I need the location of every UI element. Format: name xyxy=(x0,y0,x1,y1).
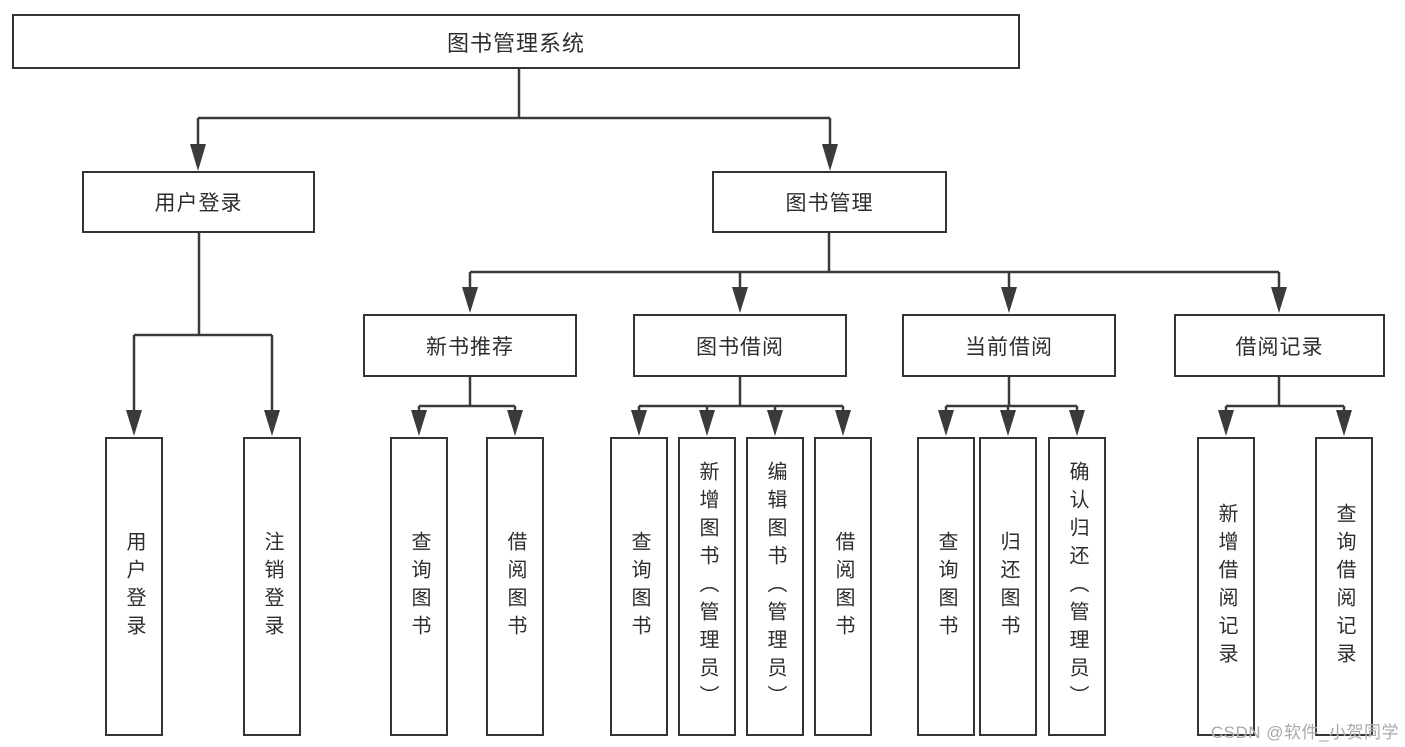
leaf-query-book-current: 查询图书 xyxy=(917,437,975,736)
leaf-logout-label: 注销登录 xyxy=(261,530,283,643)
leaf-user-login-label: 用户登录 xyxy=(123,530,145,643)
node-user-login-group: 用户登录 xyxy=(82,171,315,233)
node-borrow-record-label: 借阅记录 xyxy=(1235,335,1324,359)
leaf-query-book-recommend: 查询图书 xyxy=(390,437,448,736)
node-system-root-label: 图书管理系统 xyxy=(446,30,585,56)
node-book-management-label: 图书管理 xyxy=(785,192,874,215)
csdn-watermark: CSDN @软件_小贺同学 xyxy=(1210,723,1399,742)
leaf-borrow-book-recommend-label: 借阅图书 xyxy=(504,530,526,643)
node-system-root: 图书管理系统 xyxy=(12,14,1020,69)
node-new-book-recommend: 新书推荐 xyxy=(363,314,577,377)
leaf-return-book-label: 归还图书 xyxy=(997,530,1019,643)
leaf-return-book: 归还图书 xyxy=(979,437,1037,736)
leaf-query-book-borrow: 查询图书 xyxy=(610,437,668,736)
node-book-management: 图书管理 xyxy=(712,171,947,233)
leaf-query-book-recommend-label: 查询图书 xyxy=(408,530,430,643)
node-current-borrow: 当前借阅 xyxy=(902,314,1116,377)
leaf-query-book-borrow-label: 查询图书 xyxy=(628,530,650,643)
leaf-add-book-admin-label: 新增图书（管理员） xyxy=(696,460,718,713)
leaf-user-login: 用户登录 xyxy=(105,437,163,736)
leaf-query-book-current-label: 查询图书 xyxy=(935,530,957,643)
leaf-borrow-book-recommend: 借阅图书 xyxy=(486,437,544,736)
node-book-borrow-label: 图书借阅 xyxy=(696,335,784,359)
leaf-query-borrow-record-label: 查询借阅记录 xyxy=(1333,502,1355,671)
node-current-borrow-label: 当前借阅 xyxy=(965,335,1053,359)
leaf-add-borrow-record-label: 新增借阅记录 xyxy=(1215,502,1237,671)
leaf-query-borrow-record: 查询借阅记录 xyxy=(1315,437,1373,736)
leaf-edit-book-admin-label: 编辑图书（管理员） xyxy=(764,460,786,713)
leaf-logout: 注销登录 xyxy=(243,437,301,736)
leaf-add-book-admin: 新增图书（管理员） xyxy=(678,437,736,736)
leaf-edit-book-admin: 编辑图书（管理员） xyxy=(746,437,804,736)
node-borrow-record: 借阅记录 xyxy=(1174,314,1385,377)
node-book-borrow: 图书借阅 xyxy=(633,314,847,377)
leaf-borrow-book-label: 借阅图书 xyxy=(832,530,854,643)
leaf-borrow-book: 借阅图书 xyxy=(814,437,872,736)
leaf-confirm-return-admin: 确认归还（管理员） xyxy=(1048,437,1106,736)
leaf-confirm-return-admin-label: 确认归还（管理员） xyxy=(1066,460,1088,713)
arrowheads xyxy=(126,144,1352,436)
node-new-book-recommend-label: 新书推荐 xyxy=(426,335,514,359)
leaf-add-borrow-record: 新增借阅记录 xyxy=(1197,437,1255,736)
node-user-login-group-label: 用户登录 xyxy=(154,192,243,215)
